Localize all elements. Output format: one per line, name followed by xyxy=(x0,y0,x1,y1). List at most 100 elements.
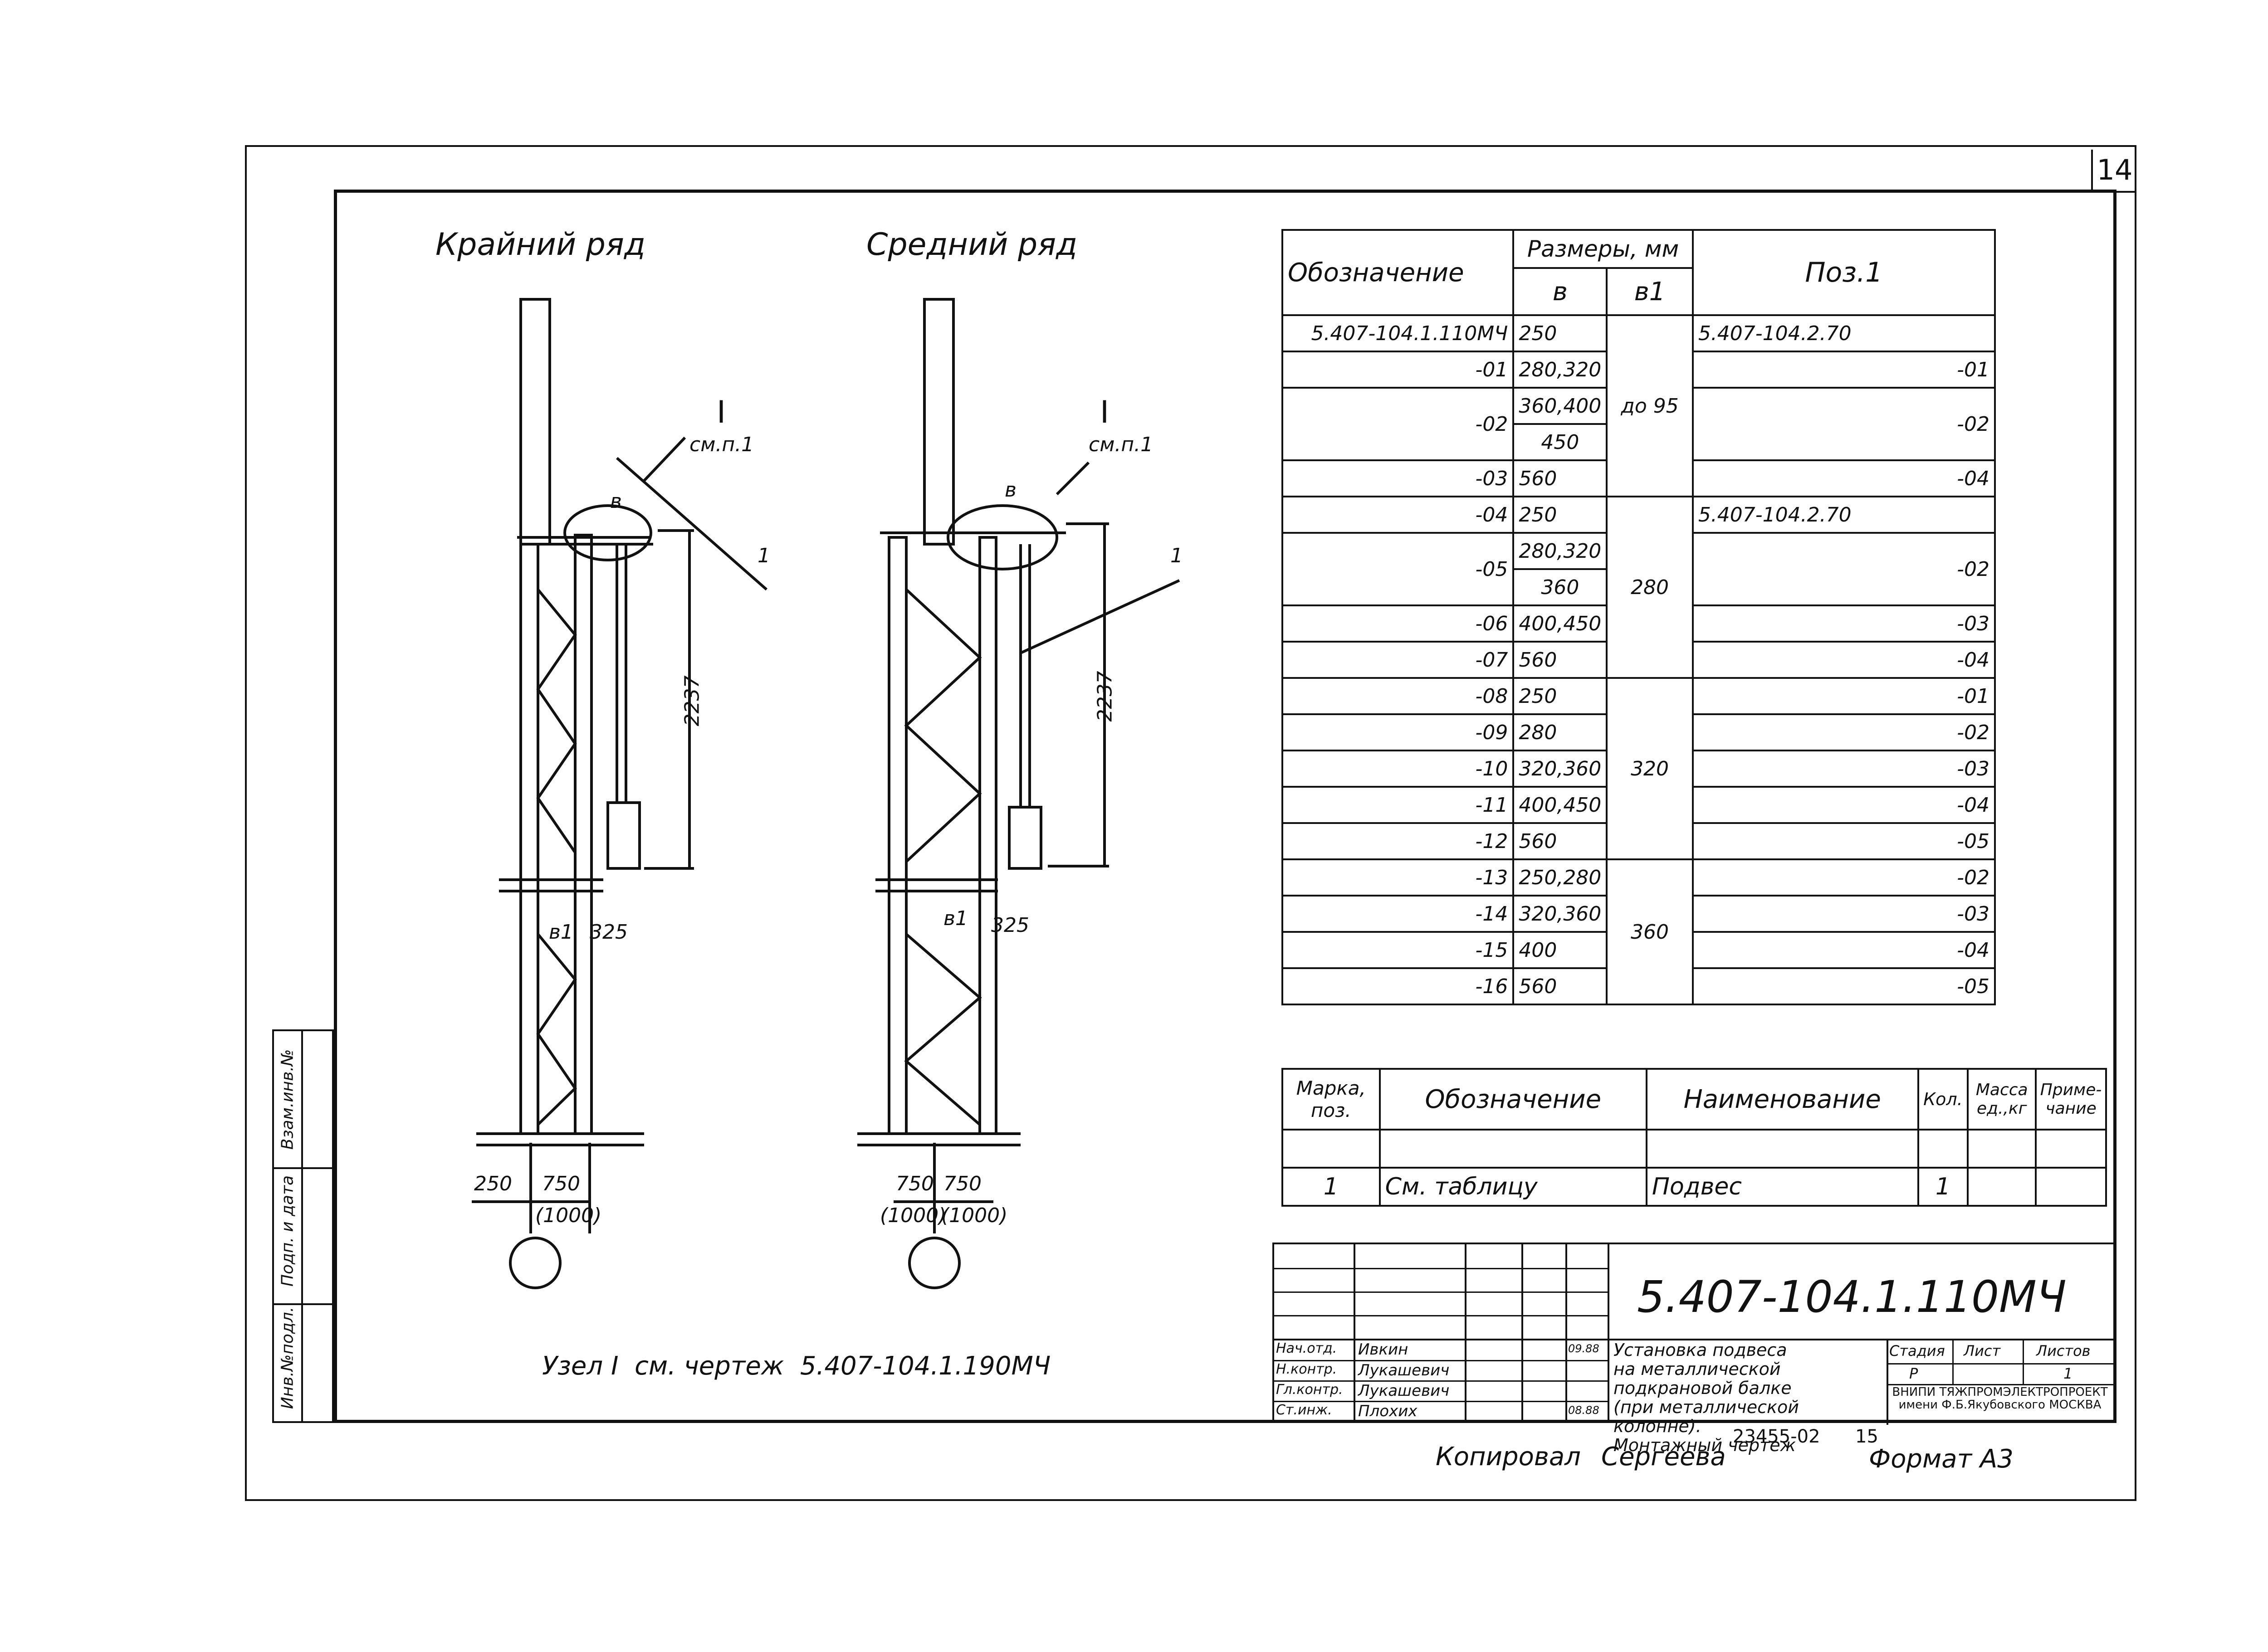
spec-header-name: Наименование xyxy=(1645,1068,1919,1131)
spec-header-mass: Масса ед.,кг xyxy=(1967,1068,2037,1131)
right-see-note: см.п.1 xyxy=(1089,433,1154,456)
left-view-title: Крайний ряд xyxy=(435,227,645,263)
right-pos-label: 1 xyxy=(1170,544,1183,567)
table-row: 5.407-104.1.110МЧ 250 до 95 5.407-104.2.… xyxy=(1281,314,1996,497)
b1-group: до 95 xyxy=(1606,314,1694,497)
spec-row: 1 См. таблицу Подвес 1 xyxy=(1281,1167,2107,1207)
left-offset-dim: 325 xyxy=(590,921,628,944)
table-row: -02 360,400 -02 xyxy=(1281,387,1996,461)
spec-header-designation: Обозначение xyxy=(1378,1068,1647,1131)
table-row: -04 250 280 5.407-104.2.70 xyxy=(1281,496,1996,679)
name-3: Лукашевич xyxy=(1358,1382,1450,1400)
table-row: -06 400,450 -03 xyxy=(1281,604,1996,643)
right-node-circle xyxy=(947,504,1058,570)
sheets-label: Листов xyxy=(2036,1342,2091,1360)
right-height-dim: 2237 xyxy=(1093,671,1117,722)
b1-group: 360 xyxy=(1606,858,1694,1005)
left-node-circle xyxy=(563,504,652,561)
table-row: -01 280,320 -01 xyxy=(1281,351,1996,389)
left-axis-circle xyxy=(509,1237,562,1289)
left-height-dim: 2237 xyxy=(680,675,704,726)
inner-frame xyxy=(334,190,2116,1423)
outer-frame xyxy=(245,145,2136,1501)
left-column-shaft xyxy=(519,543,539,1135)
title-block: 5.407-104.1.110МЧ Нач.отд. Н.контр. Гл.к… xyxy=(1272,1243,2114,1455)
right-b1-label: в1 xyxy=(943,907,968,930)
b1-group: 280 xyxy=(1606,496,1694,679)
name-4: Плохих xyxy=(1358,1402,1418,1420)
date-1: 09.88 xyxy=(1568,1342,1599,1355)
right-node-label: I xyxy=(1100,395,1110,430)
left-b-label: в xyxy=(610,490,622,513)
copied-label: Копировал xyxy=(1436,1442,1581,1472)
table-row: -14 320,360 -03 xyxy=(1281,895,1996,933)
right-column-top xyxy=(923,298,955,546)
table-row: 360 xyxy=(1282,568,1995,606)
sheet-label: Лист xyxy=(1964,1342,2001,1360)
table-row: -10 320,360 -03 xyxy=(1281,750,1996,788)
left-column-top xyxy=(519,298,551,546)
stage-value: Р xyxy=(1909,1365,1918,1382)
right-view-title: Средний ряд xyxy=(866,227,1078,263)
left-node-label: I xyxy=(717,395,726,430)
table-row: -07 560 -04 xyxy=(1281,641,1996,679)
role-2: Н.контр. xyxy=(1276,1361,1337,1377)
table-row: -12 560 -05 xyxy=(1281,822,1996,860)
right-dim-750b: 750 xyxy=(943,1172,982,1195)
size-table: Обозначение Размеры, мм Поз.1 в в1 5.407… xyxy=(1281,229,1996,1005)
table-row: -09 280 -02 xyxy=(1281,713,1996,751)
sheets-value: 1 xyxy=(2063,1365,2073,1382)
right-dim-750a: 750 xyxy=(896,1172,934,1195)
footer-number2: 15 xyxy=(1855,1426,1878,1447)
title-doc-code: 5.407-104.1.110МЧ xyxy=(1637,1272,2067,1322)
right-dim-1000a: (1000) xyxy=(880,1204,947,1227)
left-dim-750: 750 xyxy=(542,1172,580,1195)
left-dim-250: 250 xyxy=(474,1172,512,1195)
org-name: ВНИПИ ТЯЖПРОМЭЛЕКТРОПРОЕКТ имени Ф.Б.Яку… xyxy=(1892,1385,2108,1412)
spec-header-qty: Кол. xyxy=(1917,1068,1969,1131)
left-see-note: см.п.1 xyxy=(689,433,754,456)
role-3: Гл.контр. xyxy=(1276,1382,1343,1398)
table-row: -03 560 -04 xyxy=(1281,459,1996,497)
date-3: 08.88 xyxy=(1568,1404,1599,1417)
stage-label: Стадия xyxy=(1889,1342,1945,1360)
table-row: -15 400 -04 xyxy=(1281,931,1996,969)
table-row: -05 280,320 -02 xyxy=(1281,532,1996,606)
name-2: Лукашевич xyxy=(1358,1361,1450,1379)
left-b1-label: в1 xyxy=(549,921,573,944)
size-header-b: в xyxy=(1512,267,1608,316)
node-note: Узел I см. чертеж 5.407-104.1.190МЧ xyxy=(542,1351,1051,1381)
size-header-sizes: Размеры, мм xyxy=(1512,229,1694,269)
format-label: Формат А3 xyxy=(1869,1444,2014,1474)
table-row: 450 xyxy=(1282,423,1995,461)
table-row: -11 400,450 -04 xyxy=(1281,786,1996,824)
size-header-designation: Обозначение xyxy=(1281,229,1515,316)
b1-group: 320 xyxy=(1606,677,1694,860)
left-pos-label: 1 xyxy=(758,544,770,567)
role-4: Ст.инж. xyxy=(1276,1402,1332,1418)
size-header-b1: в1 xyxy=(1606,267,1694,316)
table-row: -13 250,280 360 -02 xyxy=(1281,858,1996,1005)
spec-header-note: Приме- чание xyxy=(2035,1068,2107,1131)
right-dim-1000b: (1000) xyxy=(941,1204,1008,1227)
role-1: Нач.отд. xyxy=(1276,1340,1337,1356)
footer-number: 23455-02 xyxy=(1733,1426,1820,1447)
copied-name: Сергеева xyxy=(1601,1442,1726,1472)
right-axis-circle xyxy=(908,1237,961,1289)
table-row: -08 250 320 -01 xyxy=(1281,677,1996,860)
side-stamp: Инв.№подл. Подп. и дата Взам.инв.№ xyxy=(272,1029,334,1423)
name-1: Ивкин xyxy=(1358,1340,1408,1359)
right-offset-dim: 325 xyxy=(991,914,1029,937)
page-number: 14 xyxy=(2091,150,2136,193)
right-weight xyxy=(1008,806,1042,870)
left-dim-1000: (1000) xyxy=(535,1204,602,1227)
drawing-title: Установка подвеса на металлической подкр… xyxy=(1613,1340,1799,1455)
right-b-label: в xyxy=(1005,478,1017,502)
spec-table: Марка, поз. Обозначение Наименование Кол… xyxy=(1281,1068,2107,1207)
size-header-pos: Поз.1 xyxy=(1691,229,1996,316)
table-row: -16 560 -05 xyxy=(1281,967,1996,1005)
left-weight xyxy=(606,801,641,870)
right-column-shaft xyxy=(888,536,908,1135)
spec-header-mark: Марка, поз. xyxy=(1281,1068,1381,1131)
